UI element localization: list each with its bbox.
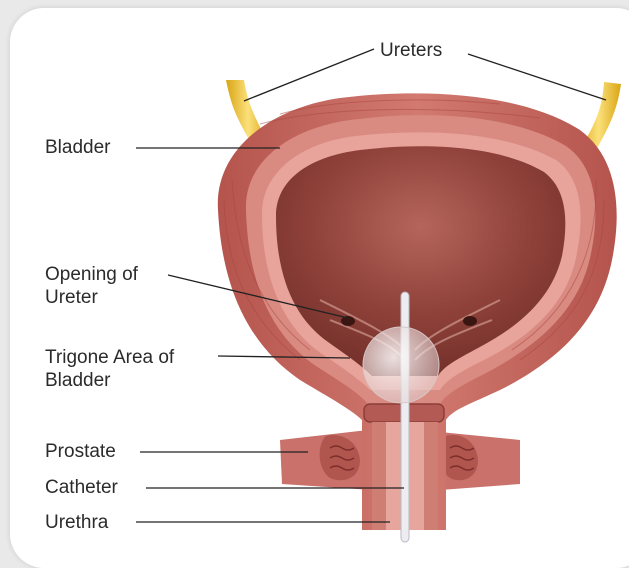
label-prostate: Prostate: [45, 440, 116, 463]
label-opening-line2: Ureter: [45, 286, 138, 309]
label-opening-of-ureter: Opening of Ureter: [45, 263, 138, 309]
leader-ureters-right: [468, 54, 606, 100]
label-bladder: Bladder: [45, 136, 111, 159]
leader-ureters-left: [244, 49, 374, 101]
label-urethra: Urethra: [45, 511, 108, 534]
label-ureters: Ureters: [380, 39, 442, 62]
label-trigone-line2: Bladder: [45, 369, 174, 392]
label-opening-line1: Opening of: [45, 263, 138, 286]
label-trigone-area: Trigone Area of Bladder: [45, 346, 174, 392]
label-catheter: Catheter: [45, 476, 118, 499]
label-trigone-line1: Trigone Area of: [45, 346, 174, 369]
